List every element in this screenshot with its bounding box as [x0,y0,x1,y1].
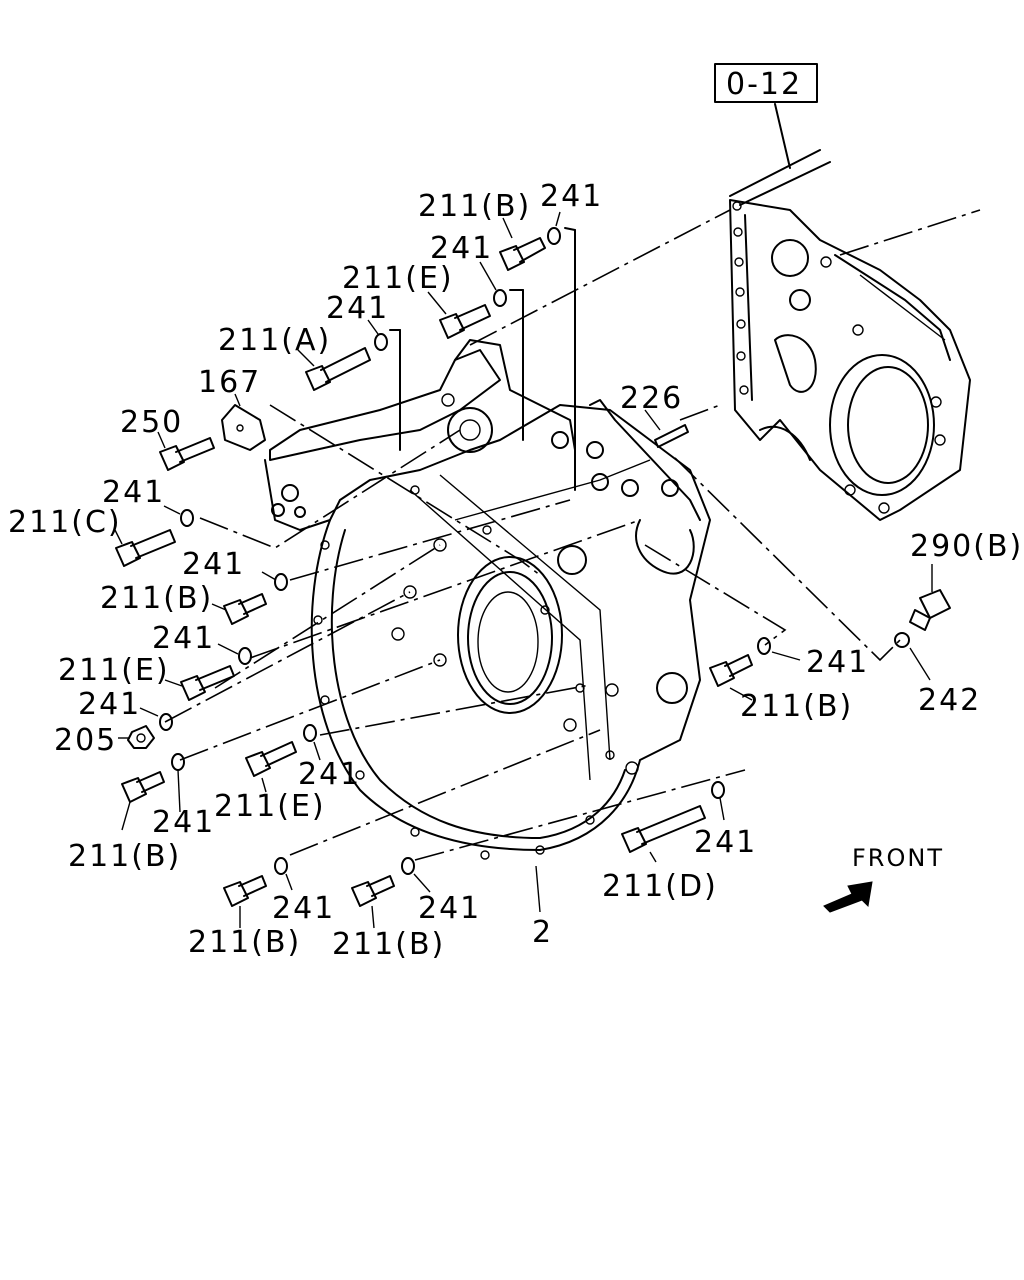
washer-241-top[interactable] [547,227,561,245]
bolt-211e-low[interactable] [245,741,297,777]
washer-241-g[interactable] [159,713,173,731]
washer-241-l[interactable] [274,857,288,875]
label-211b-right[interactable]: 211(B) [740,689,853,724]
label-226[interactable]: 226 [620,381,683,416]
label-241-c[interactable]: 241 [326,291,389,326]
plug-290b[interactable] [909,589,951,631]
label-241-j[interactable]: 241 [152,805,215,840]
washer-241-e[interactable] [274,573,288,591]
label-241-k[interactable]: 241 [694,825,757,860]
label-211e-low[interactable]: 211(E) [214,789,326,824]
bolt-211b-right[interactable] [709,654,753,687]
label-211a[interactable]: 211(A) [218,323,331,358]
washer-241-i[interactable] [171,753,185,771]
reference-leader [774,103,791,169]
bolt-211b-top[interactable] [499,237,546,271]
bolt-211e-mid[interactable] [180,665,235,701]
alignment-lines [164,209,981,861]
engine-block-plate [729,149,971,521]
flywheel-housing [264,339,711,860]
label-241-f[interactable]: 241 [152,621,215,656]
bolt-211b-b1[interactable] [223,875,267,907]
label-241-top[interactable]: 241 [540,179,603,214]
leader-lines [114,211,933,929]
label-211c[interactable]: 211(C) [8,505,122,540]
front-label: FRONT [852,844,944,872]
label-241-d[interactable]: 241 [102,475,165,510]
label-211d[interactable]: 211(D) [602,869,718,904]
label-167[interactable]: 167 [198,365,261,400]
label-211e-top[interactable]: 211(E) [342,261,454,296]
washer-241-h[interactable] [757,637,771,655]
reference-box[interactable]: 0-12 [714,63,818,103]
label-211b-top[interactable]: 211(B) [418,189,531,224]
part-167-plate[interactable] [221,404,266,451]
bolt-211c[interactable] [115,529,176,567]
label-241-h[interactable]: 241 [806,645,869,680]
washer-241-b[interactable] [493,289,507,307]
bolt-211d[interactable] [621,805,706,853]
washer-241-c[interactable] [374,333,388,351]
label-241-b[interactable]: 241 [430,231,493,266]
washer-242[interactable] [894,632,910,648]
washer-241-d[interactable] [180,509,194,527]
washer-241-m[interactable] [401,857,415,875]
bolt-211b-left[interactable] [121,771,165,803]
nut-205[interactable] [127,725,155,749]
bolt-211b-mid[interactable] [223,593,267,625]
bolt-250[interactable] [159,437,215,471]
stud-226[interactable] [654,424,689,448]
bolt-211a[interactable] [305,347,371,391]
reference-box-label: 0-12 [726,67,802,102]
label-241-m[interactable]: 241 [418,891,481,926]
front-arrow-icon [823,881,873,913]
label-241-g[interactable]: 241 [78,687,141,722]
bolt-211b-b2[interactable] [351,875,395,907]
label-242[interactable]: 242 [918,683,981,718]
label-211b-b2[interactable]: 211(B) [332,927,445,962]
label-241-e[interactable]: 241 [182,547,245,582]
label-290b[interactable]: 290(B) [910,529,1023,564]
bolt-211e-top[interactable] [439,304,491,339]
label-211b-low[interactable]: 211(B) [68,839,181,874]
washer-241-k[interactable] [711,781,725,799]
label-211e-mid[interactable]: 211(E) [58,653,170,688]
label-211b-mid[interactable]: 211(B) [100,581,213,616]
washer-241-j[interactable] [303,724,317,742]
label-205[interactable]: 205 [54,723,117,758]
washer-241-f[interactable] [238,647,252,665]
label-2[interactable]: 2 [532,915,553,950]
label-241-l[interactable]: 241 [272,891,335,926]
label-250[interactable]: 250 [120,405,183,440]
label-211b-b1[interactable]: 211(B) [188,925,301,960]
label-241-i[interactable]: 241 [298,757,361,792]
